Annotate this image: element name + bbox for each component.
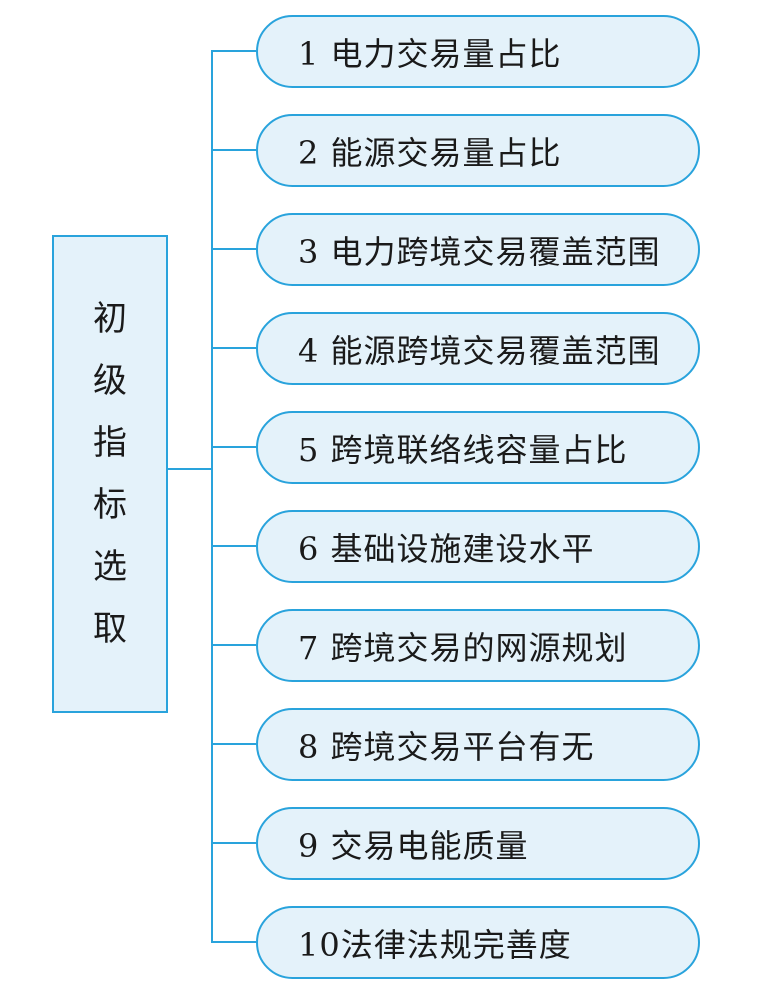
- branch-line-6: [211, 545, 256, 547]
- indicator-node-label: 7 跨境交易的网源规划: [298, 628, 628, 667]
- indicator-node-label: 4 能源跨境交易覆盖范围: [298, 331, 661, 370]
- indicator-node-5: 5 跨境联络线容量占比: [256, 411, 700, 484]
- branch-line-5: [211, 446, 256, 448]
- indicator-node-7: 7 跨境交易的网源规划: [256, 609, 700, 682]
- branch-line-1: [211, 50, 256, 52]
- indicator-node-label: 10法律法规完善度: [298, 925, 572, 964]
- indicator-node-3: 3 电力跨境交易覆盖范围: [256, 213, 700, 286]
- indicator-node-label: 1 电力交易量占比: [298, 34, 562, 73]
- branch-line-2: [211, 149, 256, 151]
- indicator-node-label: 3 电力跨境交易覆盖范围: [298, 232, 661, 271]
- branch-line-10: [211, 941, 256, 943]
- branch-line-8: [211, 743, 256, 745]
- indicator-node-6: 6 基础设施建设水平: [256, 510, 700, 583]
- branch-line-9: [211, 842, 256, 844]
- indicator-node-label: 6 基础设施建设水平: [298, 529, 595, 568]
- root-connector-line: [166, 468, 213, 470]
- branch-line-4: [211, 347, 256, 349]
- root-node-label: 初级指标选取: [93, 299, 127, 649]
- indicator-node-1: 1 电力交易量占比: [256, 15, 700, 88]
- root-node: 初级指标选取: [52, 235, 168, 713]
- indicator-node-label: 9 交易电能质量: [298, 826, 529, 865]
- branch-line-3: [211, 248, 256, 250]
- trunk-line: [211, 50, 213, 943]
- indicator-node-10: 10法律法规完善度: [256, 906, 700, 979]
- indicator-node-label: 2 能源交易量占比: [298, 133, 562, 172]
- indicator-node-label: 5 跨境联络线容量占比: [298, 430, 628, 469]
- indicator-node-9: 9 交易电能质量: [256, 807, 700, 880]
- indicator-node-label: 8 跨境交易平台有无: [298, 727, 595, 766]
- indicator-node-4: 4 能源跨境交易覆盖范围: [256, 312, 700, 385]
- indicator-node-8: 8 跨境交易平台有无: [256, 708, 700, 781]
- branch-line-7: [211, 644, 256, 646]
- indicator-node-2: 2 能源交易量占比: [256, 114, 700, 187]
